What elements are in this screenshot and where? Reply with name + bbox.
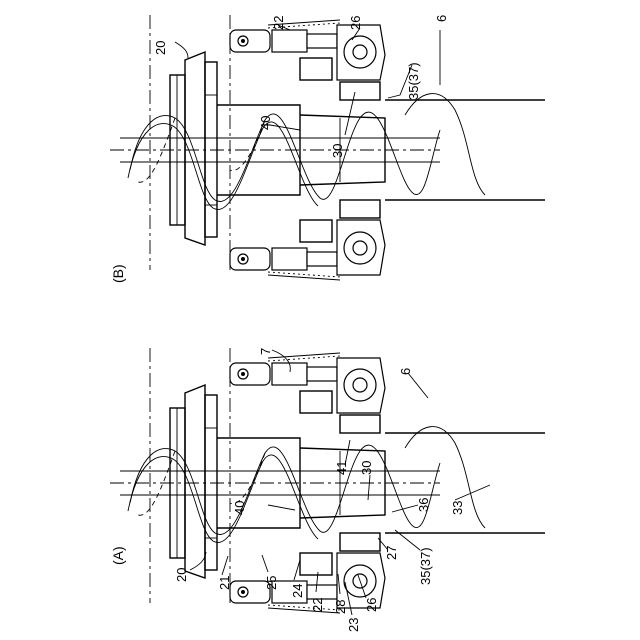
panel-b-label: (B): [110, 264, 126, 283]
ref-40-a: 40: [232, 501, 247, 515]
ref-30-a: 30: [359, 461, 374, 475]
ref-25-a: 25: [264, 576, 279, 590]
ref-22-a: 22: [310, 598, 325, 612]
ref-23-a: 23: [346, 618, 361, 632]
panel-a-label: (A): [110, 546, 126, 565]
panel-a: (A) 7 6 41 30 40 36 33 27 35(37) 20 21 2…: [110, 348, 545, 632]
ref-27-a: 27: [384, 546, 399, 560]
ref-7-a: 7: [258, 348, 273, 355]
ref-26-b: 26: [348, 16, 363, 30]
ref-21-a: 21: [217, 576, 232, 590]
ref-24-a: 24: [290, 584, 305, 598]
panel-b: (B) 20 22 26 6 35(37) 40 30: [110, 15, 545, 283]
ref-20-b: 20: [153, 41, 168, 55]
ref-28-a: 28: [333, 600, 348, 614]
ref-41-a: 41: [334, 461, 349, 475]
ref-35-a: 35(37): [418, 547, 433, 585]
ref-20-a: 20: [174, 568, 189, 582]
ref-22-b: 22: [271, 16, 286, 30]
ref-6-a: 6: [398, 368, 413, 375]
ref-36-a: 36: [416, 498, 431, 512]
ref-33-a: 33: [450, 501, 465, 515]
ref-40-b: 40: [258, 116, 273, 130]
ref-6-b: 6: [434, 15, 449, 22]
ref-35-b: 35(37): [406, 62, 421, 100]
ref-26-a: 26: [364, 598, 379, 612]
ref-30-b: 30: [330, 144, 345, 158]
